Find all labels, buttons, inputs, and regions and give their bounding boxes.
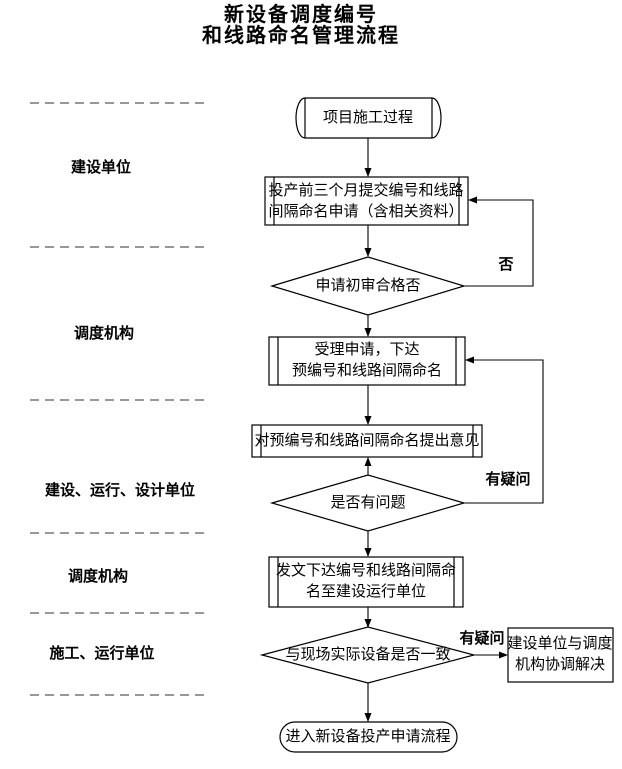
lane-label-construction-operation-design: 建设、运行、设计单位 (44, 483, 196, 499)
lane-label-dispatch-agency-1: 调度机构 (73, 326, 135, 342)
edge-label-doubt-consistent: 有疑问 (459, 631, 505, 647)
connector-problem-doubt-loop (464, 359, 544, 504)
opinion-box-label: 对预编号和线路间隔命名提出意见 (254, 433, 480, 449)
submit-box-label: 投产前三个月提交编号和线路 间隔命名申请（含相关资料） (268, 181, 463, 223)
coordinate-box-label: 建设单位与调度 机构协调解决 (507, 634, 612, 676)
coordinate-box-line2: 机构协调解决 (514, 657, 606, 673)
opinion-box-shape (251, 424, 483, 458)
lane-label-construction-unit: 建设单位 (70, 160, 132, 176)
accept-box-shape (268, 336, 466, 386)
accept-box-line2: 预编号和线路间隔命名 (291, 363, 443, 379)
start-terminator-label: 项目施工过程 (322, 110, 414, 126)
end-terminator-label: 进入新设备投产申请流程 (285, 729, 451, 745)
review-decision-label: 申请初审合格否 (315, 278, 421, 294)
arrowhead-group (364, 168, 508, 722)
edge-label-no: 否 (498, 257, 514, 273)
accept-box-line1: 受理申请，下达 (314, 342, 420, 358)
coordinate-box-line1: 建设单位与调度 (507, 636, 613, 652)
arrowhead (364, 168, 372, 177)
issue-box-label: 发文下达编号和线路间隔命 名至建设运行单位 (276, 561, 456, 603)
issue-box-shape (268, 556, 464, 608)
issue-box-line1: 发文下达编号和线路间隔命 (275, 563, 457, 579)
arrowhead (364, 713, 372, 722)
submit-box-shape (264, 176, 469, 226)
lane-label-construction-operation: 施工、运行单位 (49, 646, 155, 662)
submit-box-line1: 投产前三个月提交编号和线路 (268, 183, 464, 199)
arrowhead (364, 548, 372, 557)
accept-box-label: 受理申请，下达 预编号和线路间隔命名 (292, 340, 442, 382)
arrowhead (364, 619, 372, 628)
arrowhead (364, 416, 372, 425)
submit-box-line2: 间隔命名申请（含相关资料） (268, 204, 464, 220)
connector-review-no-loop (464, 199, 534, 287)
issue-box-line2: 名至建设运行单位 (305, 584, 427, 600)
arrowhead (364, 328, 372, 337)
arrowhead-right (499, 651, 508, 659)
lane-label-dispatch-agency-2: 调度机构 (67, 569, 129, 585)
end-terminator-shape (279, 721, 458, 753)
page-title: 新设备调度编号 和线路命名管理流程 (202, 5, 400, 47)
consistent-decision-label: 与现场实际设备是否一致 (285, 647, 451, 663)
page-title-line1: 新设备调度编号 (224, 4, 378, 26)
arrowhead-left (465, 356, 474, 364)
edge-label-doubt-problem: 有疑问 (485, 472, 531, 488)
lane-divider-group (30, 102, 206, 696)
arrowhead-up (364, 457, 372, 466)
arrowhead-left (468, 196, 477, 204)
problem-decision-label: 是否有问题 (330, 495, 406, 511)
arrowhead (364, 248, 372, 257)
page-title-line2: 和线路命名管理流程 (202, 25, 400, 47)
